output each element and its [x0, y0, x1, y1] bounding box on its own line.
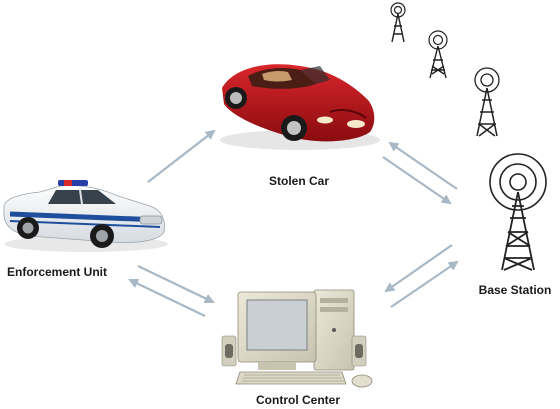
police-car-icon [3, 180, 168, 252]
control-center-label: Control Center [256, 393, 340, 404]
base-station-label: Base Station [479, 283, 552, 297]
radio-tower-icon [390, 2, 547, 271]
arrows-car-base-station [382, 141, 458, 205]
desktop-computer-icon [221, 289, 373, 388]
arrows-control-enforcement [128, 265, 215, 317]
sports-car-icon [220, 64, 380, 150]
stolen-car-label: Stolen Car [269, 174, 329, 188]
arrow-enforcement-to-car [147, 129, 216, 183]
arrows-base-station-control [384, 244, 459, 308]
enforcement-unit-label: Enforcement Unit [7, 265, 107, 279]
